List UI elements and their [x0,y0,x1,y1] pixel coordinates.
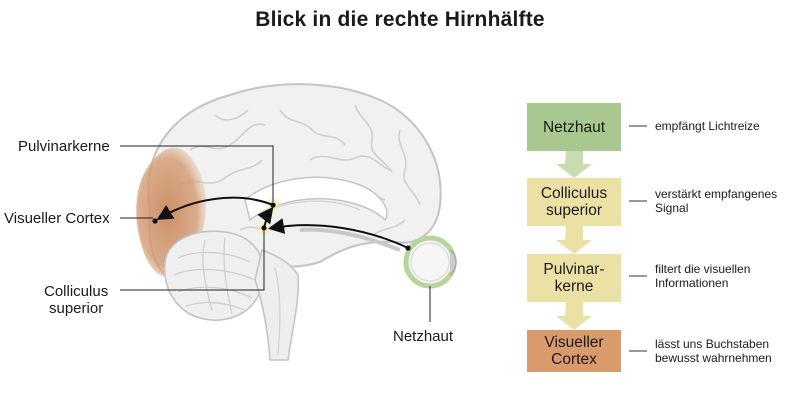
flow-box-text: kerne [554,278,594,295]
flow-desc-cortex: lässt uns Buchstaben bewusst wahrnehmen [655,337,795,365]
flow-box-cortex: Visueller Cortex [527,330,621,372]
flow-box-colliculus: Colliculus superior [527,178,621,226]
flow-ticks [629,125,647,352]
flow-desc-text: filtert die visuellen [655,262,751,276]
visual-pathway-arrows [156,196,409,249]
label-colliculus-line1: Colliculus [44,283,109,300]
flow-desc-pulvinar: filtert die visuellen Informationen [655,262,795,290]
flow-desc-text: verstärkt empfangenes [655,187,778,201]
flow-box-text: Colliculus [540,185,608,202]
flow-box-text: Netzhaut [542,118,606,136]
optic-nerve [299,227,401,252]
eye [403,235,457,289]
flow-connectors [556,150,592,330]
brain-stem [254,248,300,361]
flow-box-netzhaut: Netzhaut [527,103,621,151]
flow-desc-text: bewusst wahrnehmen [655,351,772,365]
label-visual-cortex: Visueller Cortex [4,210,110,227]
flow-desc-text: empfängt Lichtreize [655,119,760,133]
cerebellum [163,230,265,321]
flow-box-pulvinar: Pulvinar- kerne [527,254,621,302]
flow-box-text: Visueller [544,334,604,351]
flow-desc-text: Signal [655,201,689,215]
label-pulvinar: Pulvinarkerne [18,138,110,155]
flow-desc-colliculus: verstärkt empfangenes Signal [655,187,795,215]
flow-box-text: superior [546,202,602,219]
flow-desc-netzhaut: empfängt Lichtreize [655,119,795,133]
brain-hemisphere [136,83,442,361]
flow-desc-text: lässt uns Buchstaben [655,337,770,351]
label-colliculus: Colliculus superior [44,283,108,317]
label-retina: Netzhaut [393,328,454,345]
flow-box-text: Pulvinar- [543,261,605,278]
flow-box-text: Cortex [551,351,597,368]
label-colliculus-line2: superior [49,300,104,317]
page-title: Blick in die rechte Hirnhälfte [255,8,545,31]
flow-desc-text: Informationen [655,276,729,290]
leader-lines [120,145,431,322]
